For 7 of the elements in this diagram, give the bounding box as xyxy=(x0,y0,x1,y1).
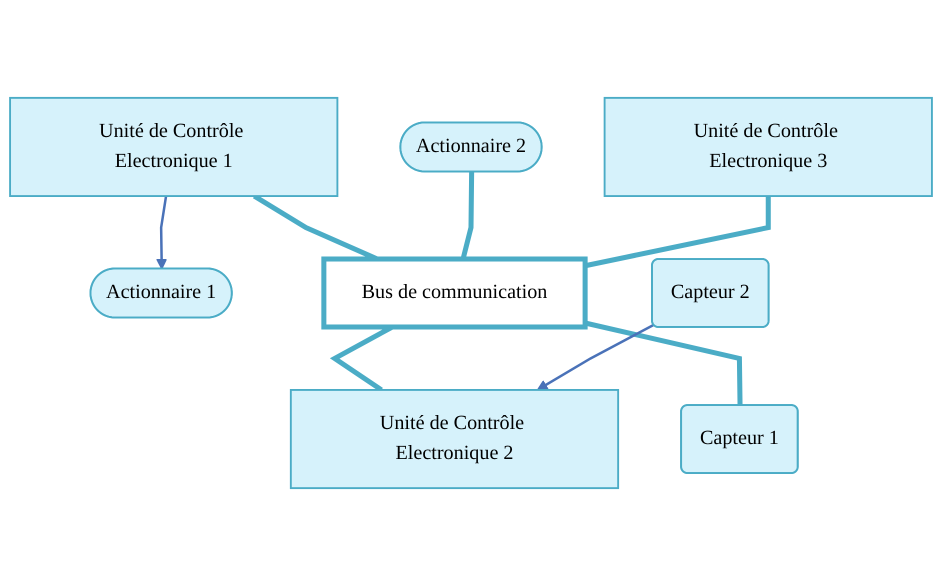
arrow xyxy=(156,196,168,270)
node-box: Bus de communication xyxy=(321,256,588,330)
node-box: Unité de Contrôle Electronique 2 xyxy=(290,389,620,490)
node-box: Unité de Contrôle Electronique 3 xyxy=(604,96,933,197)
connector xyxy=(584,320,743,406)
arrow xyxy=(536,324,654,390)
node-box: Unité de Contrôle Electronique 1 xyxy=(9,96,338,197)
